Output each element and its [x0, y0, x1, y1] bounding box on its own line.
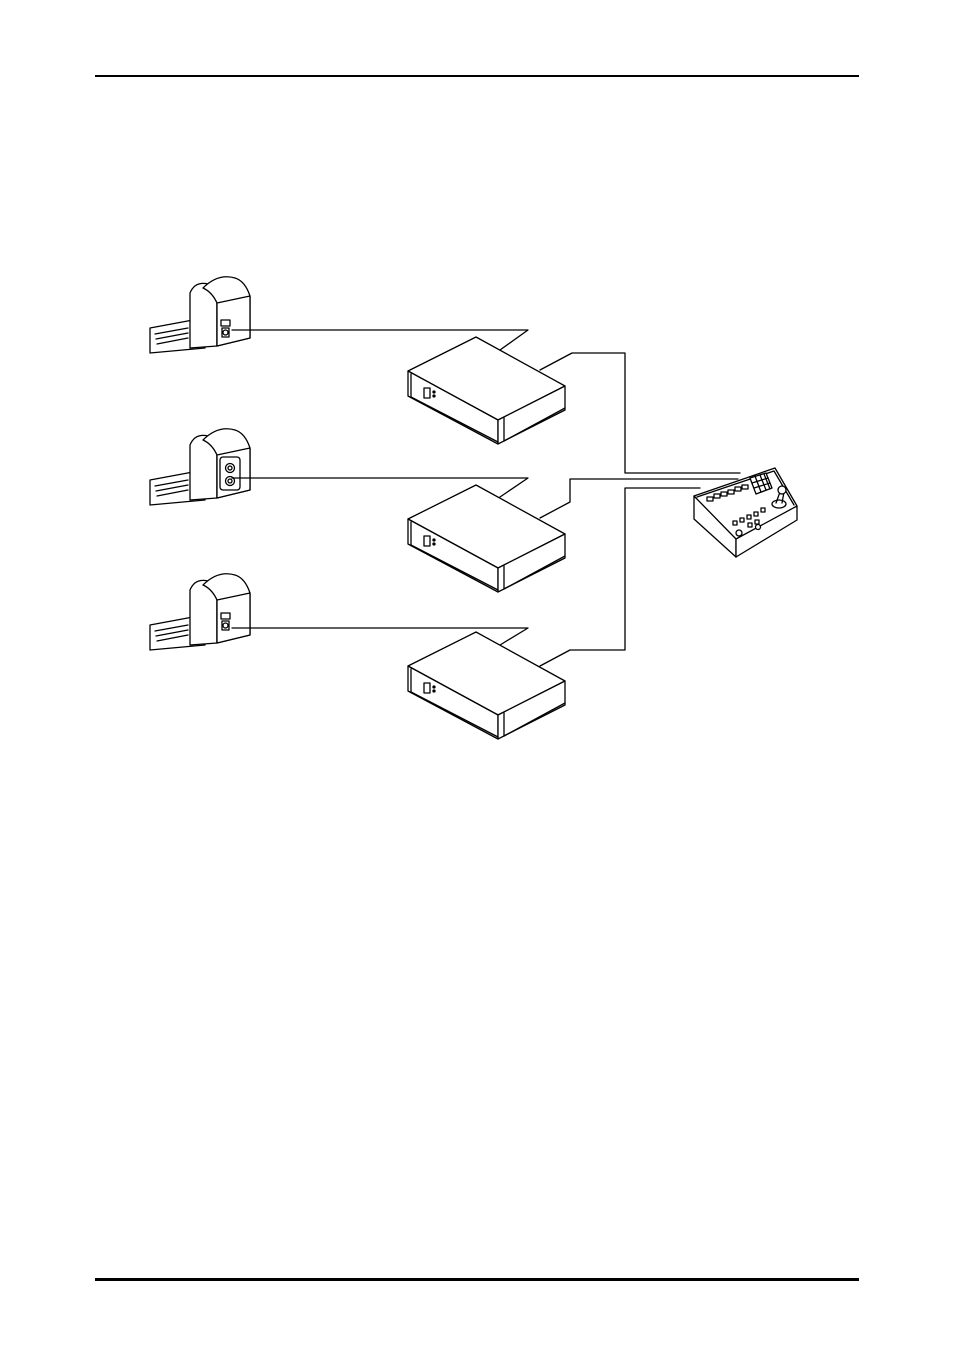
receiver-3	[408, 632, 565, 739]
receiver-2	[408, 485, 565, 592]
footer-rule	[95, 1278, 859, 1281]
camera-2	[150, 429, 250, 505]
camera-1	[150, 277, 250, 353]
camera-3	[150, 574, 250, 650]
controller	[694, 468, 797, 557]
receiver-1	[408, 337, 565, 444]
